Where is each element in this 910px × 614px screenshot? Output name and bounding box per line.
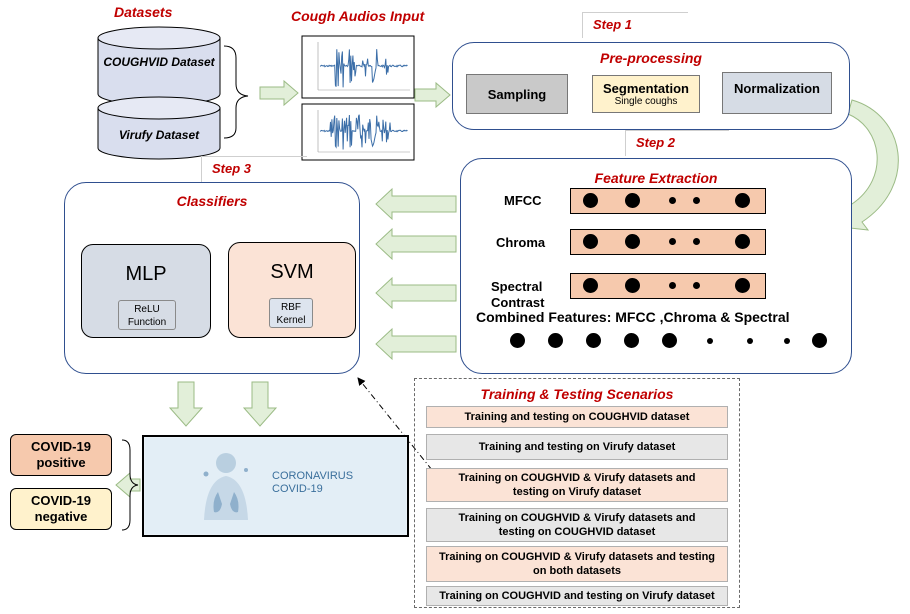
virufy-cylinder [97, 96, 221, 160]
diagnosis-brace [121, 439, 139, 531]
preprocessing-title: Pre-processing [600, 50, 702, 66]
covid-negative-box: COVID-19 negative [10, 488, 112, 530]
classifiers-title: Classifiers [176, 193, 248, 209]
covid-positive-box: COVID-19 positive [10, 434, 112, 476]
coughvid-label: COUGHVID Dataset [103, 55, 215, 69]
feature-dot [693, 238, 700, 245]
feature-dot [669, 238, 676, 245]
feature-dot [548, 333, 563, 348]
feature-dot [624, 333, 639, 348]
arrow-audio-to-preprocessing [414, 81, 451, 109]
mlp-activation: ReLU Function [118, 300, 176, 330]
step1-label: Step 1 [582, 12, 688, 38]
svm-box: SVM RBF Kernel [228, 242, 356, 338]
mlp-label: MLP [125, 263, 167, 285]
feature-dot [583, 234, 598, 249]
scenarios-panel [414, 378, 740, 608]
feature-dot [583, 278, 598, 293]
scenarios-title: Training & Testing Scenarios [480, 386, 674, 402]
coughvid-cylinder [97, 26, 221, 106]
feature-dot [669, 197, 676, 204]
scenario-item: Training on COUGHVID & Virufy datasets a… [426, 508, 728, 542]
datasets-title: Datasets [114, 4, 173, 20]
arrow-datasets-to-audio [259, 79, 299, 107]
chroma-label: Chroma [496, 235, 546, 250]
feature-dot [625, 234, 640, 249]
feature-dot [735, 193, 750, 208]
segmentation-box: Segmentation Single coughs [592, 75, 700, 113]
virufy-label: Virufy Dataset [118, 128, 200, 142]
mlp-box: MLP ReLU Function [81, 244, 211, 338]
scenario-item: Training on COUGHVID & Virufy datasets a… [426, 468, 728, 502]
svm-label: SVM [270, 261, 314, 283]
sampling-box: Sampling [466, 74, 568, 114]
feature-dot [583, 193, 598, 208]
feature-dot [784, 338, 790, 344]
audio-title: Cough Audios Input [291, 8, 425, 24]
waveform-1 [301, 35, 415, 99]
mfcc-label: MFCC [504, 193, 542, 208]
corona-text: CORONAVIRUS COVID-19 [272, 470, 354, 495]
step2-label: Step 2 [625, 130, 729, 156]
waveform-2 [301, 103, 415, 161]
chroma-bar [570, 229, 766, 255]
scenario-item: Training and testing on COUGHVID dataset [426, 406, 728, 428]
spectral-bar [570, 273, 766, 299]
datasets-brace [223, 45, 249, 139]
mfcc-bar [570, 188, 766, 214]
feature-dot [693, 282, 700, 289]
scenario-item: Training and testing on Virufy dataset [426, 434, 728, 460]
feature-dot [693, 197, 700, 204]
feature-dot [625, 193, 640, 208]
feature-dot [669, 282, 676, 289]
scenario-item: Training on COUGHVID & Virufy datasets a… [426, 546, 728, 582]
feature-extraction-title: Feature Extraction [594, 170, 718, 186]
feature-dot [707, 338, 713, 344]
normalization-box: Normalization [722, 72, 832, 114]
arrows-features-to-classifiers [375, 187, 457, 361]
feature-dot [812, 333, 827, 348]
spectral-contrast-label: Spectral Contrast [491, 279, 545, 310]
feature-dot [747, 338, 753, 344]
combined-dots [488, 328, 836, 354]
feature-dot [662, 333, 677, 348]
coronavirus-image [142, 435, 409, 537]
arrows-classifiers-to-output [168, 381, 278, 427]
combined-features-label: Combined Features: MFCC ,Chroma & Spectr… [476, 309, 790, 325]
step3-label: Step 3 [201, 156, 307, 182]
feature-dot [735, 278, 750, 293]
feature-dot [735, 234, 750, 249]
scenario-item: Training on COUGHVID and testing on Viru… [426, 586, 728, 606]
svm-kernel: RBF Kernel [269, 298, 313, 328]
feature-dot [625, 278, 640, 293]
feature-dot [510, 333, 525, 348]
feature-dot [586, 333, 601, 348]
